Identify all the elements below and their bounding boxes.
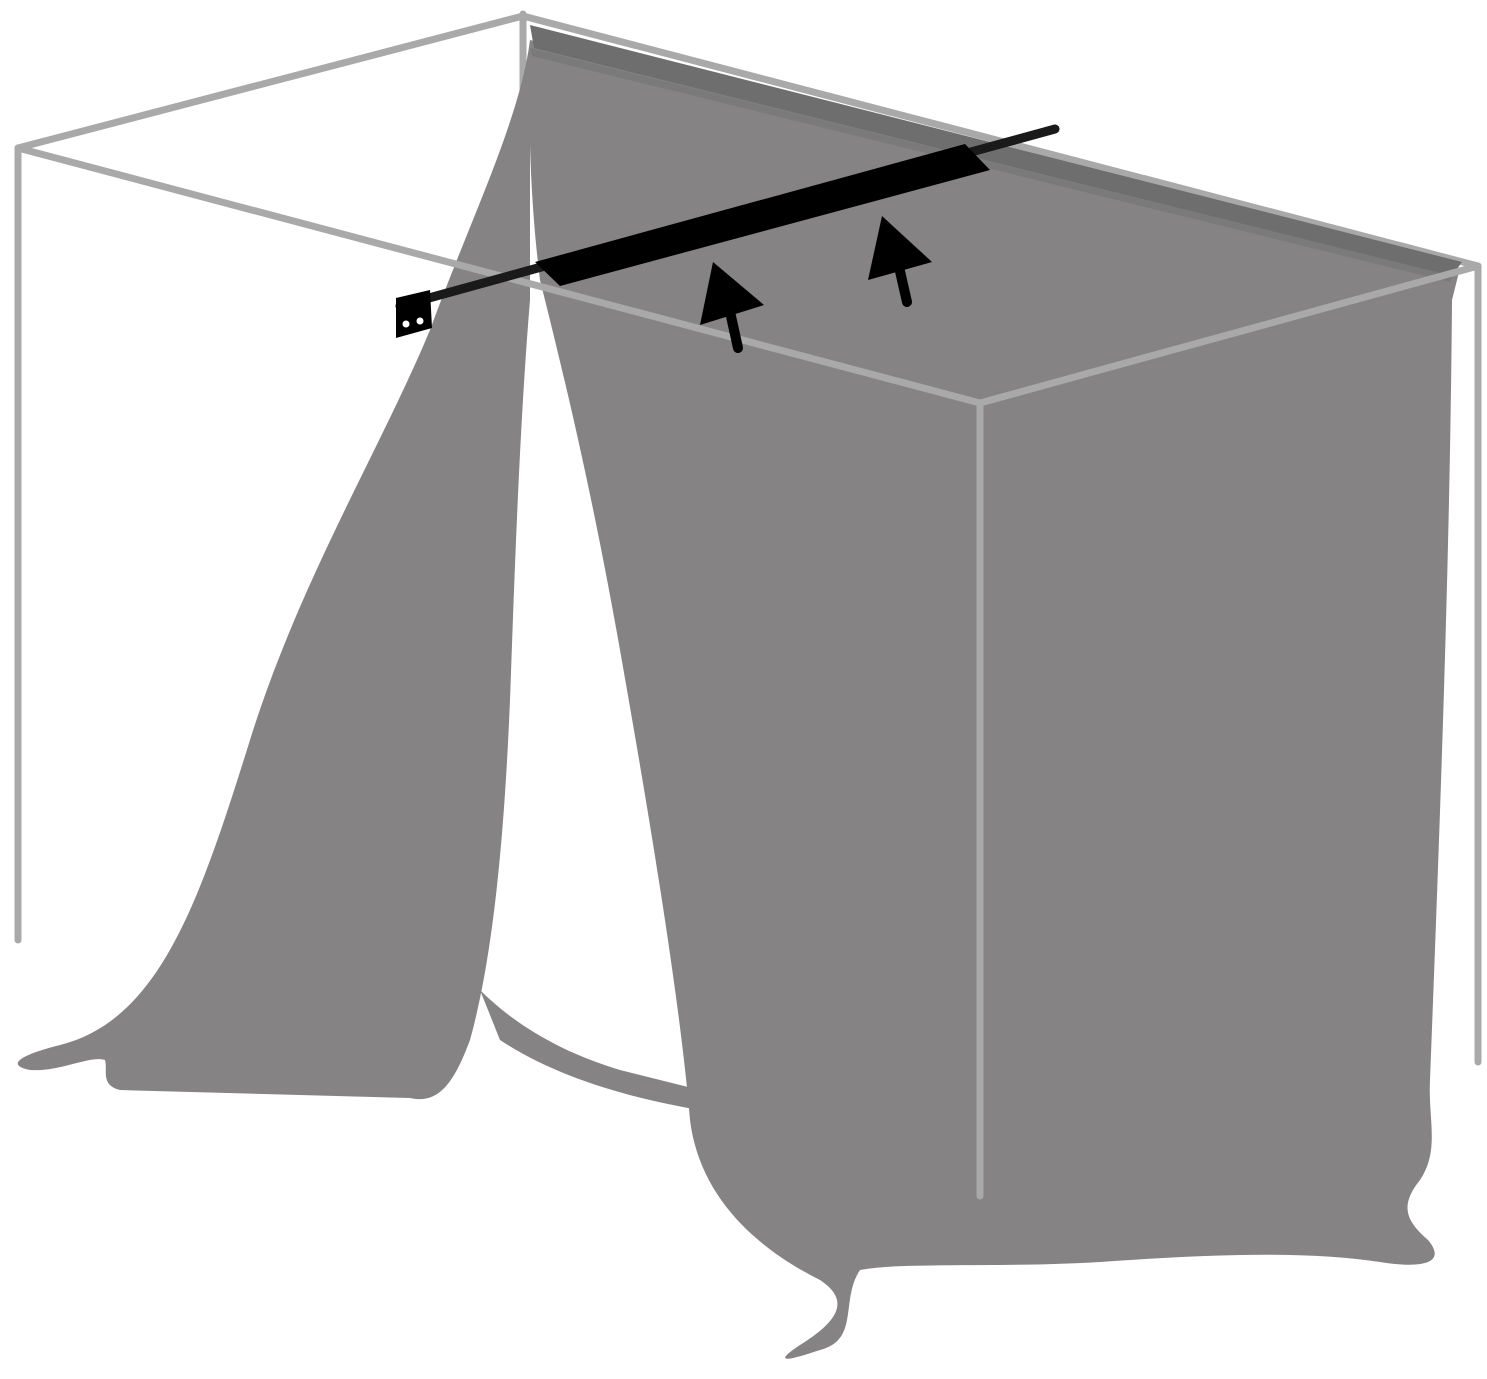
curtain-rod	[395, 124, 1060, 338]
fabric-fold	[480, 990, 700, 1110]
fabric-top-band-highlight	[530, 48, 1452, 282]
arrow-up-icon	[700, 262, 764, 353]
bracket-hole-1	[402, 320, 410, 328]
arrow-up-icon	[868, 216, 932, 307]
rod-sleeve	[535, 144, 990, 286]
rod-thin-right	[955, 124, 1060, 160]
fabric-left-panel	[17, 40, 531, 1100]
bracket-hole-2	[416, 317, 424, 325]
fabric-main-body	[529, 40, 1460, 1359]
mounting-bracket-icon	[396, 290, 432, 338]
fabric-top-band	[530, 25, 1462, 276]
